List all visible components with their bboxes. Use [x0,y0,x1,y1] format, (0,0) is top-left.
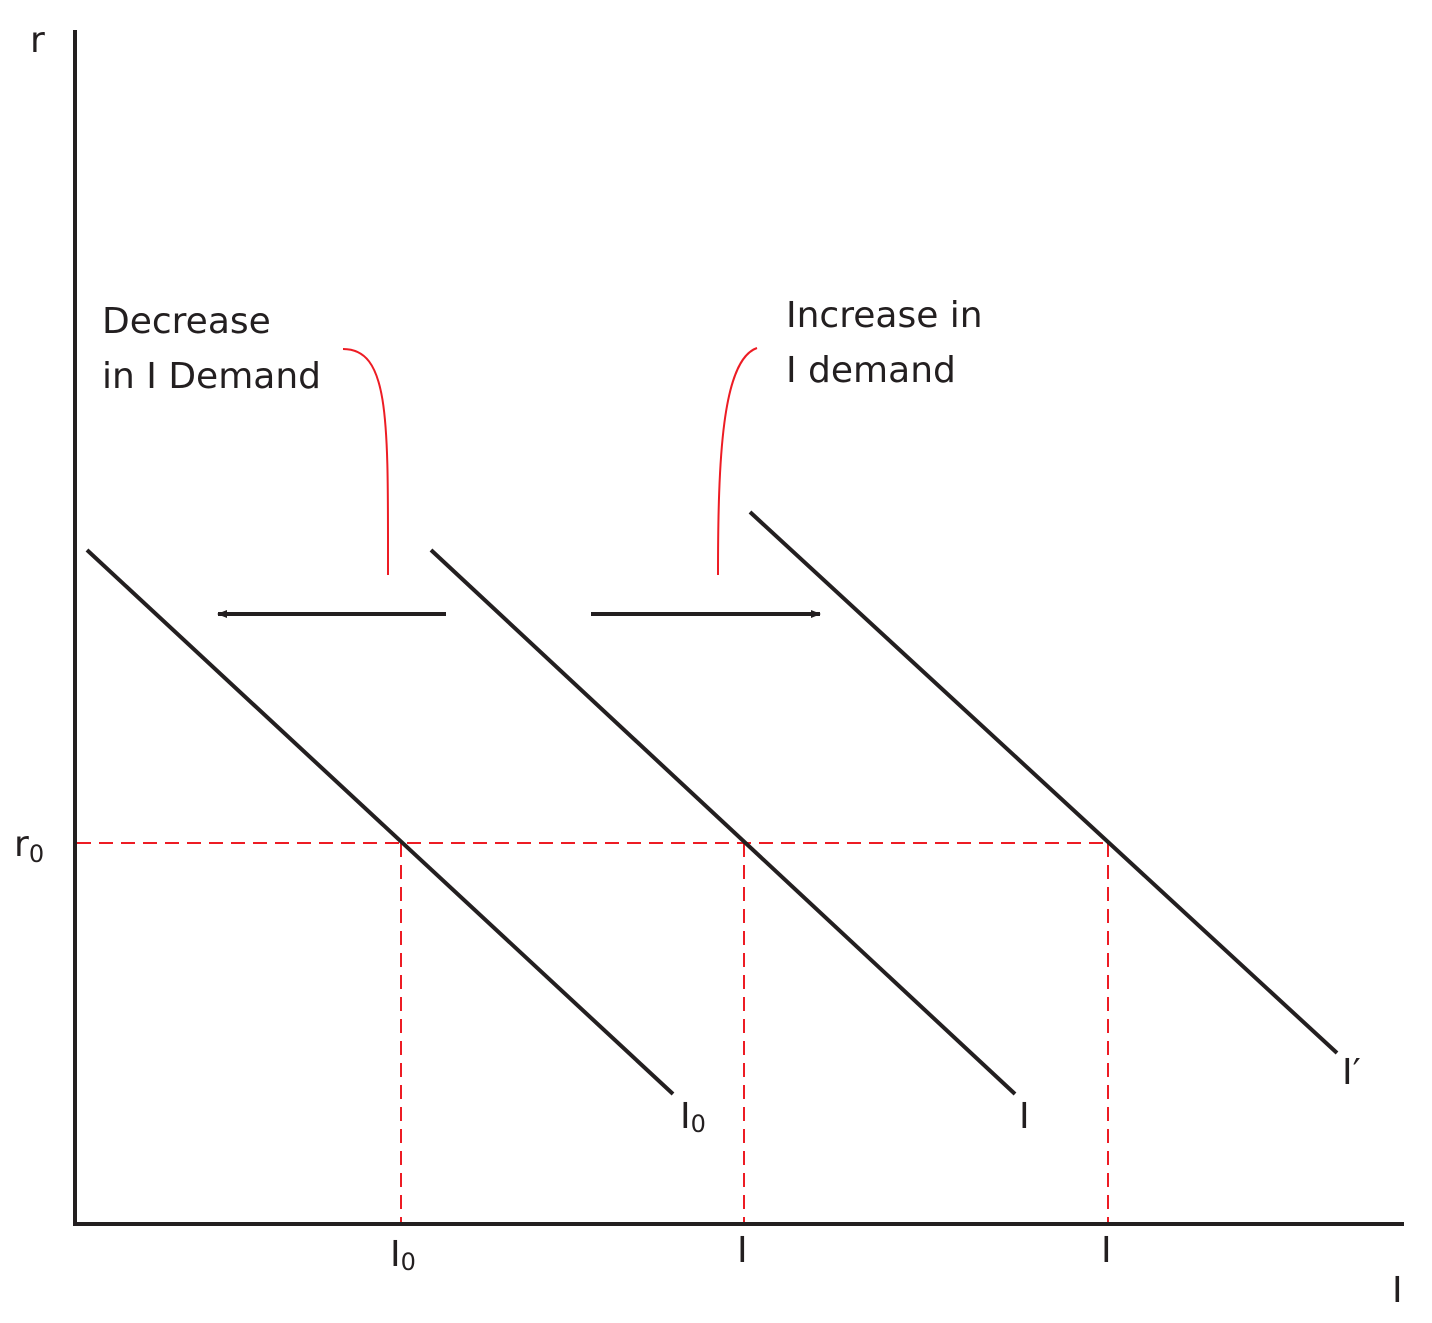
increase-annotation-line1: Increase in [786,295,983,336]
increase-callout-leader [717,347,758,576]
r0-label: r0 [14,824,44,868]
curve-i0-label-main: I [680,1096,691,1137]
decrease-annotation: Decrease in I Demand [102,301,321,397]
increase-annotation-line2: I demand [786,350,956,391]
curve-i-prime-label: I′ [1342,1052,1361,1093]
y-axis-label: r [30,20,45,61]
curve-i-label: I [1019,1096,1030,1137]
x-axis-label: I [1392,1270,1403,1311]
x-tick-i-prime: I [1101,1230,1112,1271]
x-tick-i0: I0 [390,1234,416,1276]
r0-label-sub: 0 [29,840,44,868]
investment-demand-curve-i0 [85,548,675,1096]
curve-i0-label: I0 [680,1096,706,1138]
x-tick-i0-main: I [390,1234,401,1275]
x-tick-i: I [737,1230,748,1271]
investment-demand-curve-i [429,548,1017,1096]
curve-i0-label-sub: 0 [691,1110,706,1138]
decrease-annotation-line2: in I Demand [102,356,321,397]
decrease-callout-leader [342,348,390,576]
r0-label-main: r [14,824,29,865]
increase-annotation: Increase in I demand [786,295,994,391]
guide-lines [77,842,1109,1222]
investment-demand-curve-i-prime [748,510,1339,1055]
decrease-annotation-line1: Decrease [102,301,271,342]
x-tick-i0-sub: 0 [401,1248,416,1276]
